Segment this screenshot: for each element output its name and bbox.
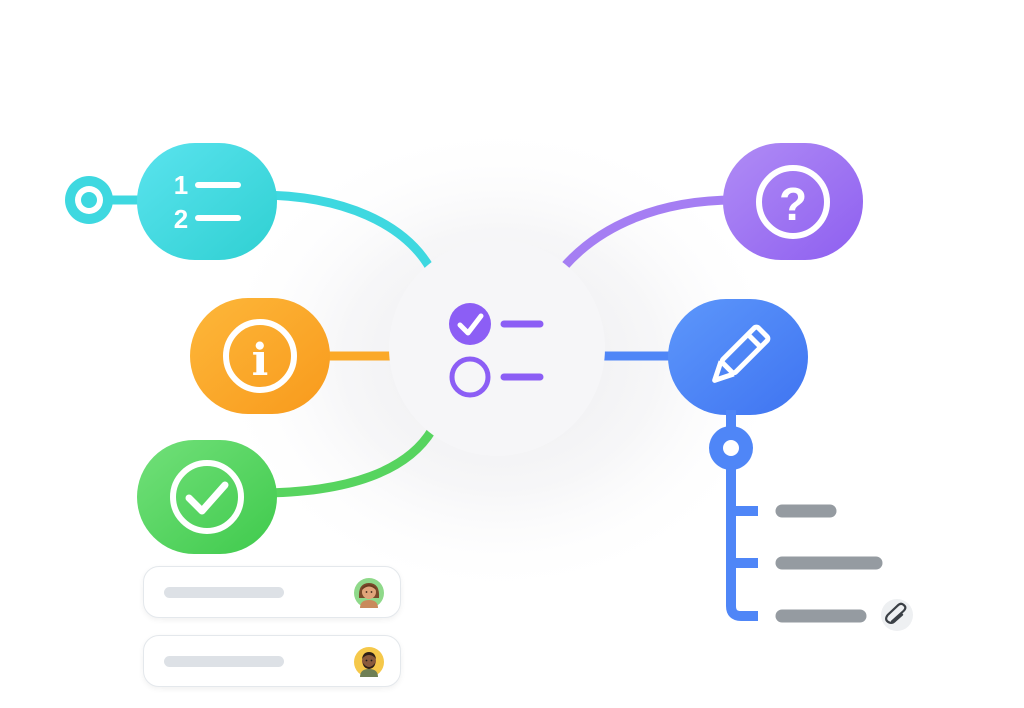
subtree-trunk bbox=[726, 468, 758, 621]
list-number-2: 2 bbox=[174, 204, 188, 234]
numbered-list-icon: 1 2 bbox=[174, 170, 241, 234]
list-number-1: 1 bbox=[174, 170, 188, 200]
pencil-icon bbox=[712, 324, 771, 383]
avatar-man-icon bbox=[354, 647, 384, 677]
question-mark-icon: ? bbox=[756, 165, 830, 239]
question-mark-glyph: ? bbox=[779, 178, 807, 230]
info-letter: i bbox=[252, 335, 269, 386]
connector-question bbox=[559, 195, 736, 271]
node-check bbox=[137, 440, 277, 554]
checkmark-icon bbox=[170, 460, 244, 534]
card-placeholder-line bbox=[164, 656, 284, 667]
node-edit bbox=[668, 299, 808, 415]
edit-subtree bbox=[709, 410, 913, 631]
checklist-icon bbox=[449, 303, 544, 398]
connector-numbered-list bbox=[257, 190, 434, 271]
node-question: ? bbox=[723, 143, 863, 260]
handle-dot bbox=[81, 192, 97, 208]
subtree-junction-dot bbox=[723, 440, 739, 456]
center-hub bbox=[389, 240, 605, 456]
card-placeholder-line bbox=[164, 587, 284, 598]
user-card[interactable] bbox=[143, 635, 401, 687]
connector-check bbox=[257, 427, 436, 498]
info-icon: i bbox=[223, 319, 297, 393]
avatar-woman-icon bbox=[354, 578, 384, 608]
user-card[interactable] bbox=[143, 566, 401, 618]
node-numbered-list: 1 2 bbox=[137, 143, 277, 260]
node-info: i bbox=[190, 298, 330, 414]
paperclip-icon[interactable] bbox=[881, 599, 913, 631]
